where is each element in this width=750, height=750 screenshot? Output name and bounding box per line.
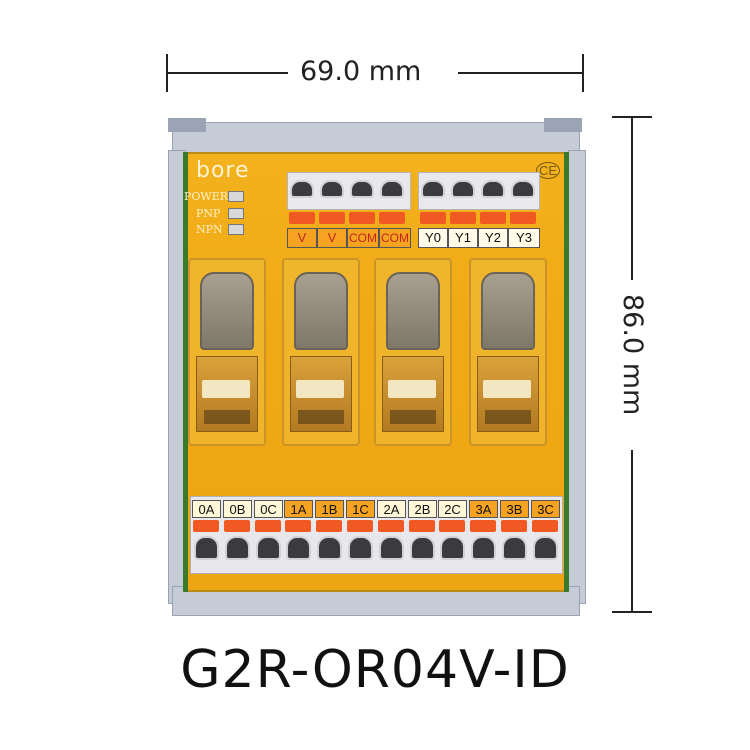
terminal-socket-0a[interactable] [194,536,219,560]
terminal-socket-2b[interactable] [410,536,435,560]
rail-top-cap-left [168,118,206,132]
terminal-socket-3b[interactable] [502,536,527,560]
relay-4-label-plate [483,380,531,398]
terminal-label-1b: 1B [315,500,344,518]
led-label-power: POWER [184,190,229,203]
top-left-label-2: V [317,228,347,248]
top-left-lever-2[interactable] [319,212,345,224]
top-left-socket-2[interactable] [320,180,344,198]
terminal-socket-2c[interactable] [440,536,465,560]
top-right-label-4: Y3 [508,228,540,248]
top-left-label-3: COM [347,228,379,248]
top-right-lever-4[interactable] [510,212,536,224]
relay-1 [188,258,266,446]
terminal-lever-0a[interactable] [193,520,219,532]
terminal-label-2a: 2A [377,500,406,518]
terminal-lever-1c[interactable] [347,520,373,532]
terminal-socket-0b[interactable] [225,536,250,560]
led-pnp [228,208,244,219]
top-left-socket-4[interactable] [380,180,404,198]
top-right-lever-1[interactable] [420,212,446,224]
top-right-lever-3[interactable] [480,212,506,224]
terminal-lever-2c[interactable] [439,520,465,532]
relay-3-label-plate [388,380,436,398]
height-dim-line-bottom [631,450,633,613]
terminal-lever-1b[interactable] [316,520,342,532]
pcb-edge-left [183,152,188,592]
terminal-lever-2a[interactable] [378,520,404,532]
terminal-lever-0b[interactable] [224,520,250,532]
relay-3 [374,258,452,446]
terminal-socket-1b[interactable] [317,536,342,560]
top-right-socket-3[interactable] [481,180,505,198]
rail-top-cap-right [544,118,582,132]
terminal-label-2c: 2C [438,500,467,518]
top-right-label-3: Y2 [478,228,508,248]
top-left-socket-3[interactable] [350,180,374,198]
model-name: G2R-OR04V-ID [180,640,570,700]
relay-2-brand-mark [298,410,344,424]
terminal-lever-3a[interactable] [470,520,496,532]
relay-1-label-plate [202,380,250,398]
top-left-lever-3[interactable] [349,212,375,224]
relay-2 [282,258,360,446]
terminal-label-1a: 1A [284,500,313,518]
width-dim-line-left [166,72,288,74]
width-dim-label: 69.0 mm [300,56,422,87]
terminal-label-3b: 3B [500,500,529,518]
relay-1-brand-mark [204,410,250,424]
top-right-label-2: Y1 [448,228,478,248]
terminal-label-1c: 1C [346,500,375,518]
top-left-label-1: V [287,228,317,248]
relay-3-brand-mark [390,410,436,424]
relay-4 [469,258,547,446]
terminal-lever-2b[interactable] [409,520,435,532]
terminal-socket-2a[interactable] [379,536,404,560]
height-dim-label: 86.0 mm [617,294,648,416]
terminal-socket-3c[interactable] [533,536,558,560]
top-right-socket-4[interactable] [511,180,535,198]
brand-logo: bore [196,158,250,183]
rail-top [172,122,580,154]
width-dim-line-right [458,72,584,74]
relay-2-label-plate [296,380,344,398]
relay-4-brand-mark [485,410,531,424]
terminal-label-0c: 0C [254,500,283,518]
relay-1-cover [200,272,254,350]
relay-4-cover [481,272,535,350]
terminal-label-2b: 2B [408,500,437,518]
terminal-lever-3b[interactable] [501,520,527,532]
terminal-label-0b: 0B [223,500,252,518]
led-power [228,191,244,202]
top-right-lever-2[interactable] [450,212,476,224]
top-left-lever-4[interactable] [379,212,405,224]
led-label-npn: NPN [196,223,223,236]
top-left-lever-1[interactable] [289,212,315,224]
rail-side-right [568,150,586,604]
top-right-label-1: Y0 [418,228,448,248]
terminal-label-3c: 3C [531,500,560,518]
pcb-edge-right [564,152,569,592]
terminal-socket-3a[interactable] [471,536,496,560]
terminal-lever-1a[interactable] [285,520,311,532]
height-dim-line-top [631,116,633,280]
led-npn [228,224,244,235]
terminal-socket-0c[interactable] [256,536,281,560]
ce-mark: CE [535,162,560,179]
terminal-lever-0c[interactable] [255,520,281,532]
terminal-socket-1c[interactable] [348,536,373,560]
terminal-label-3a: 3A [469,500,498,518]
top-right-socket-2[interactable] [451,180,475,198]
terminal-socket-1a[interactable] [286,536,311,560]
relay-3-cover [386,272,440,350]
led-label-pnp: PNP [196,207,221,220]
top-right-socket-1[interactable] [421,180,445,198]
terminal-label-0a: 0A [192,500,221,518]
relay-2-cover [294,272,348,350]
top-left-socket-1[interactable] [290,180,314,198]
terminal-lever-3c[interactable] [532,520,558,532]
top-left-label-4: COM [379,228,411,248]
